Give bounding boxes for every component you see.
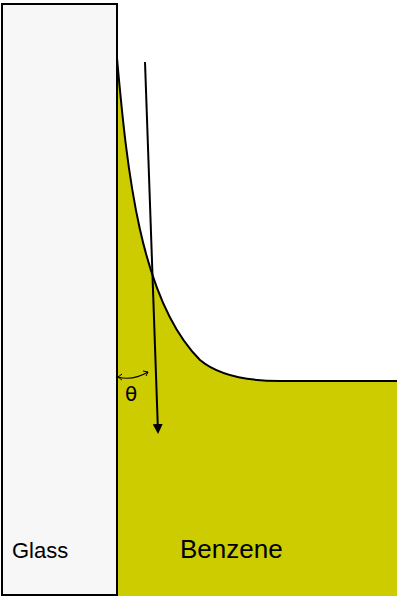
angle-arc <box>118 372 148 378</box>
glass-wall <box>2 4 117 595</box>
tangent-arrow <box>145 62 158 432</box>
angle-symbol: θ <box>125 384 137 404</box>
angle-arc-ticks <box>118 371 148 380</box>
benzene-label: Benzene <box>180 536 283 562</box>
meniscus-curve <box>117 58 397 381</box>
benzene-liquid <box>117 58 397 596</box>
glass-label: Glass <box>12 540 68 562</box>
